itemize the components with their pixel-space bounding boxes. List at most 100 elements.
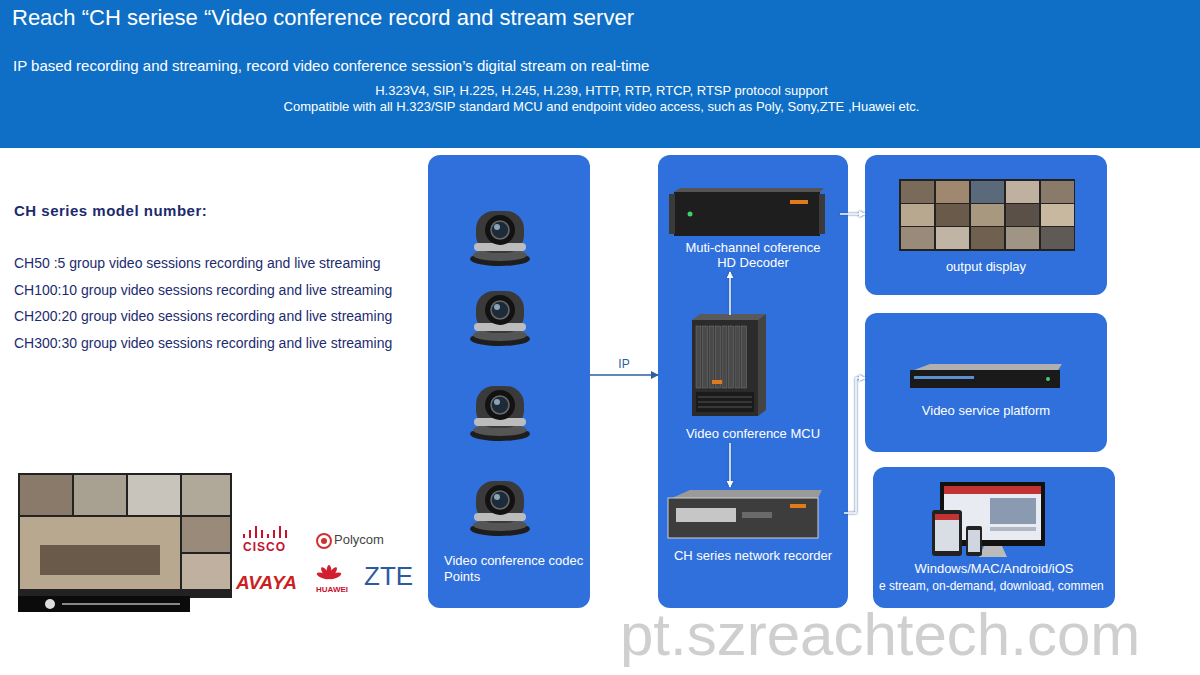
node-text: Windows/MAC/Android/iOS: [879, 561, 1109, 577]
mcu-device: [742, 326, 747, 388]
camera-illustration: [470, 481, 530, 536]
conference-screenshot: [18, 473, 232, 598]
conference-screenshot: [128, 475, 180, 515]
connector-arrow: [590, 374, 658, 376]
connector-arrow: [729, 443, 731, 487]
brand-marks: [273, 530, 275, 538]
video-wall-screen: [936, 227, 969, 249]
video-wall-screen: [901, 227, 934, 249]
mcu-device: [698, 407, 752, 408]
conference-screenshot: [18, 596, 190, 612]
client-devices: [944, 486, 1041, 540]
decoder-device: [669, 194, 675, 234]
brand-marks: [267, 534, 269, 538]
video-wall-screen: [971, 181, 1004, 203]
mcu-device: [735, 326, 740, 388]
brand-marks: [255, 526, 257, 538]
mcu-device: [698, 402, 752, 403]
conference-screenshot: [182, 554, 230, 589]
model-line: CH50 :5 group video sessions recording a…: [14, 255, 381, 271]
brand-marks: [321, 538, 327, 544]
client-devices: [968, 530, 980, 552]
brand-marks: [279, 526, 281, 538]
mcu-device: [696, 392, 754, 412]
conference-screenshot: [182, 475, 230, 515]
node-text: Video conference MCU: [670, 426, 836, 441]
decoder-device: [669, 188, 825, 236]
decoder-device: [790, 200, 808, 204]
client-panel: Windows/MAC/Android/iOSe stream, on-dema…: [873, 467, 1115, 608]
video-wall-screen: [899, 179, 1075, 251]
mcu-device: [696, 326, 701, 388]
server-device: [910, 364, 1062, 388]
mcu-device: [729, 326, 734, 388]
recorder-device: [668, 498, 818, 538]
video-wall-screen: [971, 227, 1004, 249]
mcu-device: [712, 380, 722, 384]
video-wall-screen: [936, 204, 969, 226]
conference-screenshot: [74, 475, 126, 515]
connector-arrow: [729, 272, 731, 315]
header-band: IP based recording and streaming, record…: [0, 0, 1200, 148]
conference-screenshot: [20, 475, 72, 515]
server-device: [914, 376, 974, 379]
server-device: [1046, 377, 1050, 381]
brand-marks: [327, 565, 332, 579]
mcu-device: [692, 314, 766, 416]
server-device: [910, 370, 1060, 388]
model-line: CH100:10 group video sessions recording …: [14, 282, 392, 298]
decoder-device: [688, 212, 693, 217]
node-text: Compatible with all H.323/SIP standard M…: [13, 99, 1190, 115]
video-wall-screen: [1041, 181, 1074, 203]
brand-logo: ZTE: [364, 562, 413, 592]
conference-screenshot: [182, 517, 230, 552]
model-line: CH200:20 group video sessions recording …: [14, 308, 392, 324]
brand-logo: HUAWEI: [316, 585, 348, 594]
display-panel: output display: [865, 155, 1107, 295]
client-devices: [944, 486, 1041, 494]
brand-marks: [261, 530, 263, 538]
recorder-device: [668, 490, 822, 538]
conference-screenshot: [62, 603, 180, 605]
video-wall-screen: [901, 181, 934, 203]
camera-illustration: [470, 291, 530, 346]
mcu-device: [758, 314, 766, 416]
brand-marks: [316, 571, 331, 580]
brand-marks: [327, 571, 342, 580]
recorder-device: [790, 504, 806, 508]
brand-marks: [317, 534, 331, 548]
section-heading: CH series model number:: [14, 202, 207, 219]
conference-screenshot: [45, 599, 55, 609]
node-text: Muti-channel coference HD Decoder: [678, 240, 828, 270]
server-device: [914, 364, 1062, 370]
node-text: H.323V4, SIP, H.225, H.245, H.239, HTTP,…: [13, 83, 1190, 99]
codec-panel: Video conference codec Points: [428, 155, 590, 608]
video-wall-screen: [1041, 204, 1074, 226]
recorder-device: [672, 490, 822, 498]
video-wall-screen: [901, 204, 934, 226]
camera-illustration: [470, 211, 530, 266]
client-devices: [932, 510, 962, 556]
mcu-device: [692, 314, 766, 320]
node-text: IP based recording and streaming, record…: [13, 48, 1190, 83]
client-devices: [990, 527, 1036, 531]
video-wall-screen: [936, 181, 969, 203]
video-wall-screen: [971, 204, 1004, 226]
video-wall-screen: [1006, 181, 1039, 203]
conference-screenshot: [40, 545, 160, 575]
conference-screenshot: [20, 517, 180, 589]
platform-panel: Video service platform: [865, 313, 1107, 452]
node-text: Video service platform: [871, 403, 1101, 419]
brand-marks: [285, 530, 287, 538]
video-wall-screen: [1041, 227, 1074, 249]
client-devices: [935, 514, 959, 520]
decoder-device: [674, 192, 820, 236]
conference-screenshot: [18, 473, 232, 612]
node-text: CH series network recorder: [666, 548, 840, 563]
client-devices: [935, 514, 959, 551]
camera-illustration: [470, 386, 530, 441]
connector-arrow: [844, 378, 865, 513]
brand-logo: AVAYA: [236, 572, 297, 594]
client-devices: [940, 482, 1045, 546]
decoder-device: [819, 194, 825, 234]
